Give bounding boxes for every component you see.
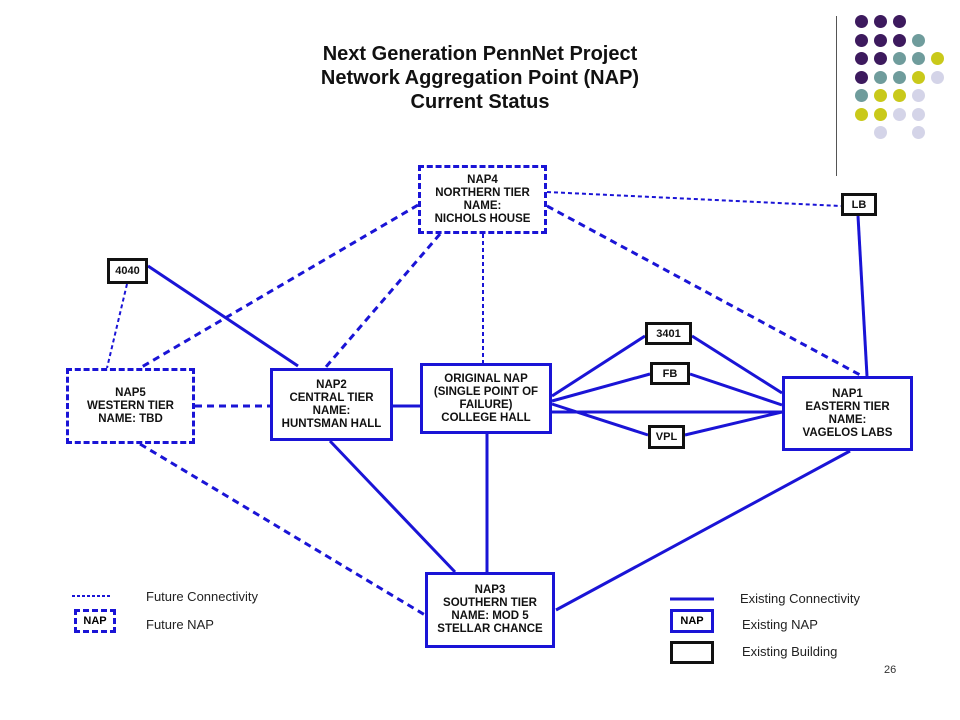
- decorative-dot: [912, 107, 925, 121]
- nap4-line-2: NORTHERN TIER: [435, 186, 530, 199]
- legend-existing-nap-box: NAP: [670, 609, 714, 633]
- decorative-dot: [855, 107, 868, 121]
- decorative-dot: [874, 15, 887, 28]
- decorative-dot: [874, 107, 887, 121]
- link-nap2-nap3: [328, 439, 457, 574]
- original-line-2: (SINGLE POINT OF: [433, 385, 539, 398]
- legend-existing-building-box: [670, 641, 714, 664]
- decorative-dot: [855, 33, 868, 47]
- decorative-dot: [874, 52, 887, 65]
- page-title: Next Generation PennNet Project Network …: [260, 42, 700, 114]
- nap5-line-3: NAME: TBD: [98, 412, 163, 425]
- link-nap4-nap1: [546, 204, 863, 378]
- decorative-dot: [912, 126, 925, 139]
- nap5-node[interactable]: NAP5 WESTERN TIER NAME: TBD: [66, 368, 195, 444]
- link-3401-nap1: [691, 334, 783, 395]
- title-line-2: Network Aggregation Point (NAP): [320, 67, 640, 89]
- decorative-dot: [855, 70, 868, 84]
- nap1-line-3: NAME:: [828, 413, 867, 426]
- legend-existing-building: Existing Building: [742, 644, 838, 659]
- decorative-dot: [855, 52, 868, 65]
- link-nap4-nap5: [139, 203, 419, 370]
- original-line-4: COLLEGE HALL: [441, 411, 531, 424]
- legend-future-connectivity: Future Connectivity: [146, 589, 258, 604]
- decorative-dot: [912, 89, 925, 102]
- link-4040-nap2: [147, 264, 299, 368]
- decorative-dot: [874, 126, 887, 139]
- nap1-node[interactable]: NAP1 EASTERN TIER NAME: VAGELOS LABS: [782, 376, 913, 451]
- decorative-dot: [931, 70, 944, 84]
- nap1-line-4: VAGELOS LABS: [802, 426, 893, 439]
- decorative-dot: [893, 107, 906, 121]
- nap3-line-1: NAP3: [474, 584, 506, 596]
- original-nap-node[interactable]: ORIGINAL NAP (SINGLE POINT OF FAILURE) C…: [420, 363, 552, 434]
- nap3-node[interactable]: NAP3 SOUTHERN TIER NAME: MOD 5 STELLAR C…: [425, 572, 555, 648]
- link-nap1-nap3: [555, 449, 851, 612]
- link-nap5-nap3: [139, 442, 426, 617]
- building-fb[interactable]: FB: [650, 362, 690, 385]
- decorative-dot: [855, 89, 868, 102]
- decorative-dot: [874, 33, 887, 47]
- decorative-dot: [855, 15, 868, 28]
- nap1-line-1: NAP1: [832, 387, 863, 400]
- decorative-dot: [893, 89, 906, 102]
- link-vpl-nap1: [684, 410, 783, 437]
- nap4-line-3: NAME:: [463, 199, 502, 212]
- nap2-line-2: CENTRAL TIER: [289, 391, 374, 404]
- original-line-3: FAILURE): [459, 398, 513, 411]
- building-vpl[interactable]: VPL: [648, 425, 685, 449]
- building-4040[interactable]: 4040: [107, 258, 148, 284]
- decorative-dot: [893, 70, 906, 84]
- nap4-node[interactable]: NAP4 NORTHERN TIER NAME: NICHOLS HOUSE: [418, 165, 547, 234]
- nap5-line-1: NAP5: [115, 386, 146, 399]
- original-line-1: ORIGINAL NAP: [444, 372, 528, 385]
- decorative-dot: [912, 70, 925, 84]
- decorative-dot: [931, 52, 944, 65]
- nap2-line-3: NAME:: [312, 404, 351, 417]
- page-number: 26: [884, 664, 897, 676]
- decorative-dot: [893, 33, 906, 47]
- decorative-dot: [893, 52, 906, 65]
- nap3-line-2: SOUTHERN TIER: [443, 597, 537, 609]
- link-lb-nap1: [856, 215, 869, 377]
- nap2-line-4: HUNTSMAN HALL: [281, 417, 382, 430]
- nap3-line-3: NAME: MOD 5: [451, 610, 529, 622]
- nap4-line-1: NAP4: [467, 173, 498, 186]
- legend-future-nap-box: NAP: [74, 609, 116, 633]
- decorative-divider: [836, 16, 837, 176]
- link-4040-nap5: [106, 283, 128, 369]
- decorative-dot: [874, 89, 887, 102]
- link-fb-nap1: [689, 372, 783, 407]
- link-nap4-lb: [546, 191, 842, 207]
- nap3-line-4: STELLAR CHANCE: [437, 623, 543, 635]
- nap2-node[interactable]: NAP2 CENTRAL TIER NAME: HUNTSMAN HALL: [270, 368, 393, 441]
- building-3401[interactable]: 3401: [645, 322, 692, 345]
- link-nap4-nap2: [323, 233, 442, 369]
- nap5-line-2: WESTERN TIER: [87, 399, 174, 412]
- legend-future-nap: Future NAP: [146, 617, 214, 632]
- decorative-dot: [912, 33, 925, 47]
- title-line-3: Current Status: [410, 91, 550, 113]
- nap2-line-1: NAP2: [316, 378, 347, 391]
- link-original-3401: [551, 334, 646, 398]
- nap4-line-4: NICHOLS HOUSE: [434, 212, 531, 225]
- link-original-fb: [551, 372, 651, 403]
- decorative-dot: [893, 15, 906, 28]
- legend-existing-nap: Existing NAP: [742, 617, 818, 632]
- decorative-dot: [912, 52, 925, 65]
- title-line-1: Next Generation PennNet Project: [322, 43, 638, 65]
- link-original-vpl: [551, 402, 649, 437]
- nap1-line-2: EASTERN TIER: [805, 400, 890, 413]
- decorative-dot: [874, 70, 887, 84]
- building-lb[interactable]: LB: [841, 193, 877, 216]
- legend-existing-connectivity: Existing Connectivity: [740, 591, 860, 606]
